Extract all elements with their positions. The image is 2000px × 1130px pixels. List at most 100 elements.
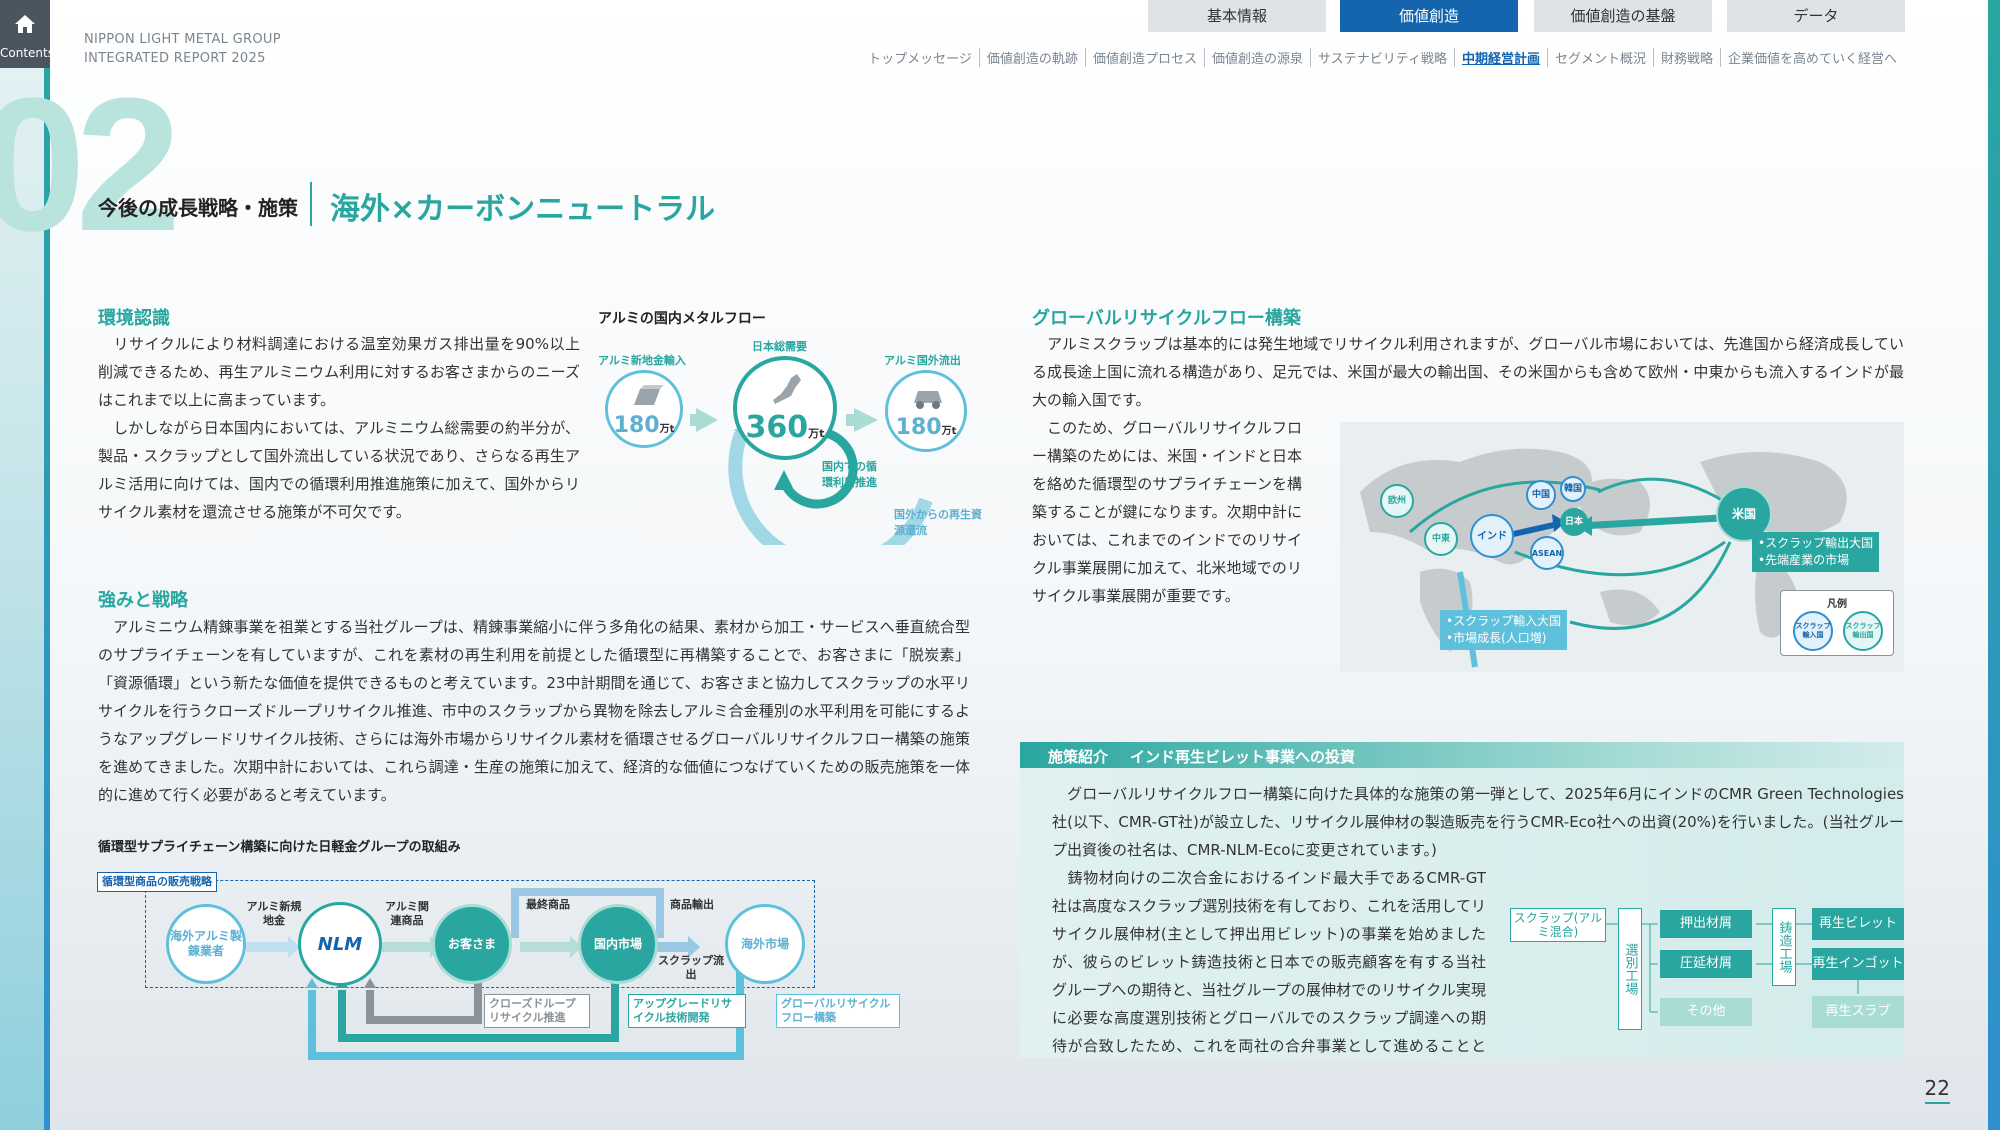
tab-data[interactable]: データ [1727,0,1905,32]
brand-line1: NIPPON LIGHT METAL GROUP [84,32,281,47]
strength-heading: 強みと戦略 [98,590,188,611]
supply-chain-arrows [246,888,744,1060]
subnav-process[interactable]: 価値創造プロセス [1084,48,1204,67]
india-note-1: •スクラップ輸入大国 [1446,614,1562,628]
export-unit: 万t [941,426,957,437]
subnav-top-message[interactable]: トップメッセージ [868,52,972,67]
subnav-financial[interactable]: 財務戦略 [1652,48,1720,67]
home-icon [15,15,35,33]
customer-node: お客さま [432,904,512,984]
contents-button[interactable]: Contents [0,0,54,68]
map-europe: 欧州 [1380,484,1414,518]
map-legend: 凡例 スクラップ輸入国 スクラップ輸出国 [1780,590,1894,656]
flow-extrusion-scrap: 押出材屑 [1660,910,1752,938]
legend-title: 凡例 [1827,599,1847,610]
export-label: アルミ国外流出 [884,354,961,367]
tab-basic-info[interactable]: 基本情報 [1148,0,1326,32]
subnav-history[interactable]: 価値創造の軌跡 [978,48,1085,67]
map-middle-east: 中東 [1424,522,1458,556]
export-value: 180 [895,415,942,440]
subnav-midterm-plan[interactable]: 中期経営計画 [1453,48,1547,67]
sub-navigation: トップメッセージ 価値創造の軌跡 価値創造プロセス 価値創造の源泉 サステナビリ… [861,48,1904,67]
demand-circle: 360万t [733,356,837,460]
flow-rolled-scrap: 圧延材屑 [1660,950,1752,978]
subnav-sustainability[interactable]: サステナビリティ戦略 [1309,48,1454,67]
car-icon [914,391,942,409]
domestic-market-node: 国内市場 [578,904,658,984]
closed-loop-tag: クローズドループリサイクル推進 [484,994,590,1028]
global-paragraph-1: アルミスクラップは基本的には発生地域でリサイクル利用されますが、グローバル市場に… [1032,335,1904,409]
arrow-label-new-ingot: アルミ新規地金 [246,900,302,927]
global-paragraph-2: このため、グローバルリサイクルフロー構築のためには、米国・インドと日本を絡めた循… [1032,419,1303,605]
metalflow-title: アルミの国内メタルフロー [598,311,766,327]
map-japan: 日本 [1560,508,1588,536]
subnav-corporate-value[interactable]: 企業価値を高めていく経営へ [1719,48,1904,67]
domestic-loop-arc [779,427,858,509]
section-number: 02 [0,59,181,271]
contents-label: Contents [0,46,54,60]
recycling-flow-lines [1606,923,1859,1013]
arrow-label-export: 商品輸出 [670,898,714,911]
tab-value-foundation[interactable]: 価値創造の基盤 [1534,0,1712,32]
subnav-source[interactable]: 価値創造の源泉 [1203,48,1310,67]
env-paragraph-1: リサイクルにより材料調達における温室効果ガス排出量を90%以上削減できるため、再… [98,335,580,409]
demand-label: 日本総需要 [752,340,807,353]
initiative-header: 施策紹介 インド再生ビレット事業への投資 [1020,742,1904,768]
demand-value: 360 [745,410,809,445]
sales-strategy-tag: 循環型商品の販売戦略 [97,872,217,892]
initiative-paragraph-2: 鋳物材向けの二次合金におけるインド最大手であるCMR-GT社は高度なスクラップ選… [1052,869,1486,1054]
initiative-title: 施策紹介 インド再生ビレット事業への投資 [1048,746,1355,767]
tab-value-creation[interactable]: 価値創造 [1340,0,1518,32]
flow-sorting-plant: 選別工場 [1618,908,1642,1030]
initiative-paragraph-1: グローバルリサイクルフロー構築に向けた具体的な施策の第一弾として、2025年6月… [1052,785,1904,859]
env-paragraph-2: しかしながら日本国内においては、アルミニウム総需要の約半分が、製品・スクラップと… [98,419,580,521]
section-divider [310,182,312,226]
subnav-segment[interactable]: セグメント概況 [1546,48,1653,67]
arrow-right-1 [696,408,718,432]
section-label: 今後の成長戦略・施策 [98,196,298,220]
initiative-panel [1020,742,1904,1058]
us-note: •スクラップ輸出大国 •先端産業の市場 [1752,532,1880,572]
japan-map-icon [773,374,801,404]
flow-casting-plant: 鋳造工場 [1772,908,1796,986]
brand: NIPPON LIGHT METAL GROUP INTEGRATED REPO… [84,30,281,68]
global-flow-tag: グローバルリサイクルフロー構築 [776,994,900,1028]
india-note-2: •市場成長(人口増) [1446,631,1547,645]
arrow-label-final: 最終商品 [526,898,570,911]
import-label: アルミ新地金輸入 [598,354,686,367]
page-number: 22 [1924,1076,1951,1104]
import-circle: 180万t [605,370,683,448]
strength-body: アルミニウム精錬事業を祖業とする当社グループは、精錬事業縮小に伴う多角化の結果、… [98,618,970,804]
flow-other: その他 [1660,998,1752,1026]
env-body: リサイクルにより材料調達における温室効果ガス排出量を90%以上削減できるため、再… [98,330,580,526]
global-heading: グローバルリサイクルフロー構築 [1032,308,1301,329]
us-note-2: •先端産業の市場 [1758,553,1850,567]
demand-unit: 万t [808,427,825,440]
map-china: 中国 [1526,480,1556,510]
arrow-label-scrap-outflow: スクラップ流出 [658,954,724,981]
india-note: •スクラップ輸入大国 •市場成長(人口増) [1440,610,1568,650]
initiative-heading: インド再生ビレット事業への投資 [1130,748,1356,766]
arrow-label-related: アルミ関連商品 [385,900,429,927]
domestic-loop-label: 国内での循環利用推進 [822,460,877,489]
flow-recycled-ingot: 再生インゴット [1812,948,1904,980]
overseas-smelter-node: 海外アルミ製錬業者 [166,904,246,984]
us-note-1: •スクラップ輸出大国 [1758,536,1874,550]
brand-line2: INTEGRATED REPORT 2025 [84,51,266,66]
initiative-tag: 施策紹介 [1048,748,1109,766]
legend-export: スクラップ輸出国 [1843,611,1883,651]
flow-recycled-billet: 再生ビレット [1812,908,1904,940]
env-heading: 環境認識 [98,308,170,329]
map-asean: ASEAN [1530,536,1564,570]
map-korea: 韓国 [1560,476,1586,502]
export-circle: 180万t [885,370,967,452]
overseas-return-label: 国外からの再生資源還流 [894,508,982,537]
arrow-right-2 [854,408,878,432]
left-accent-bar [0,0,50,1130]
right-accent-bar [1988,0,2000,1130]
upgrade-return-line [338,944,619,1042]
overseas-return-arc [728,431,933,545]
legend-import: スクラップ輸入国 [1793,611,1833,651]
loop-arrow-head [774,470,794,490]
supply-title: 循環型サプライチェーン構築に向けた日軽金グループの取組み [98,840,461,855]
